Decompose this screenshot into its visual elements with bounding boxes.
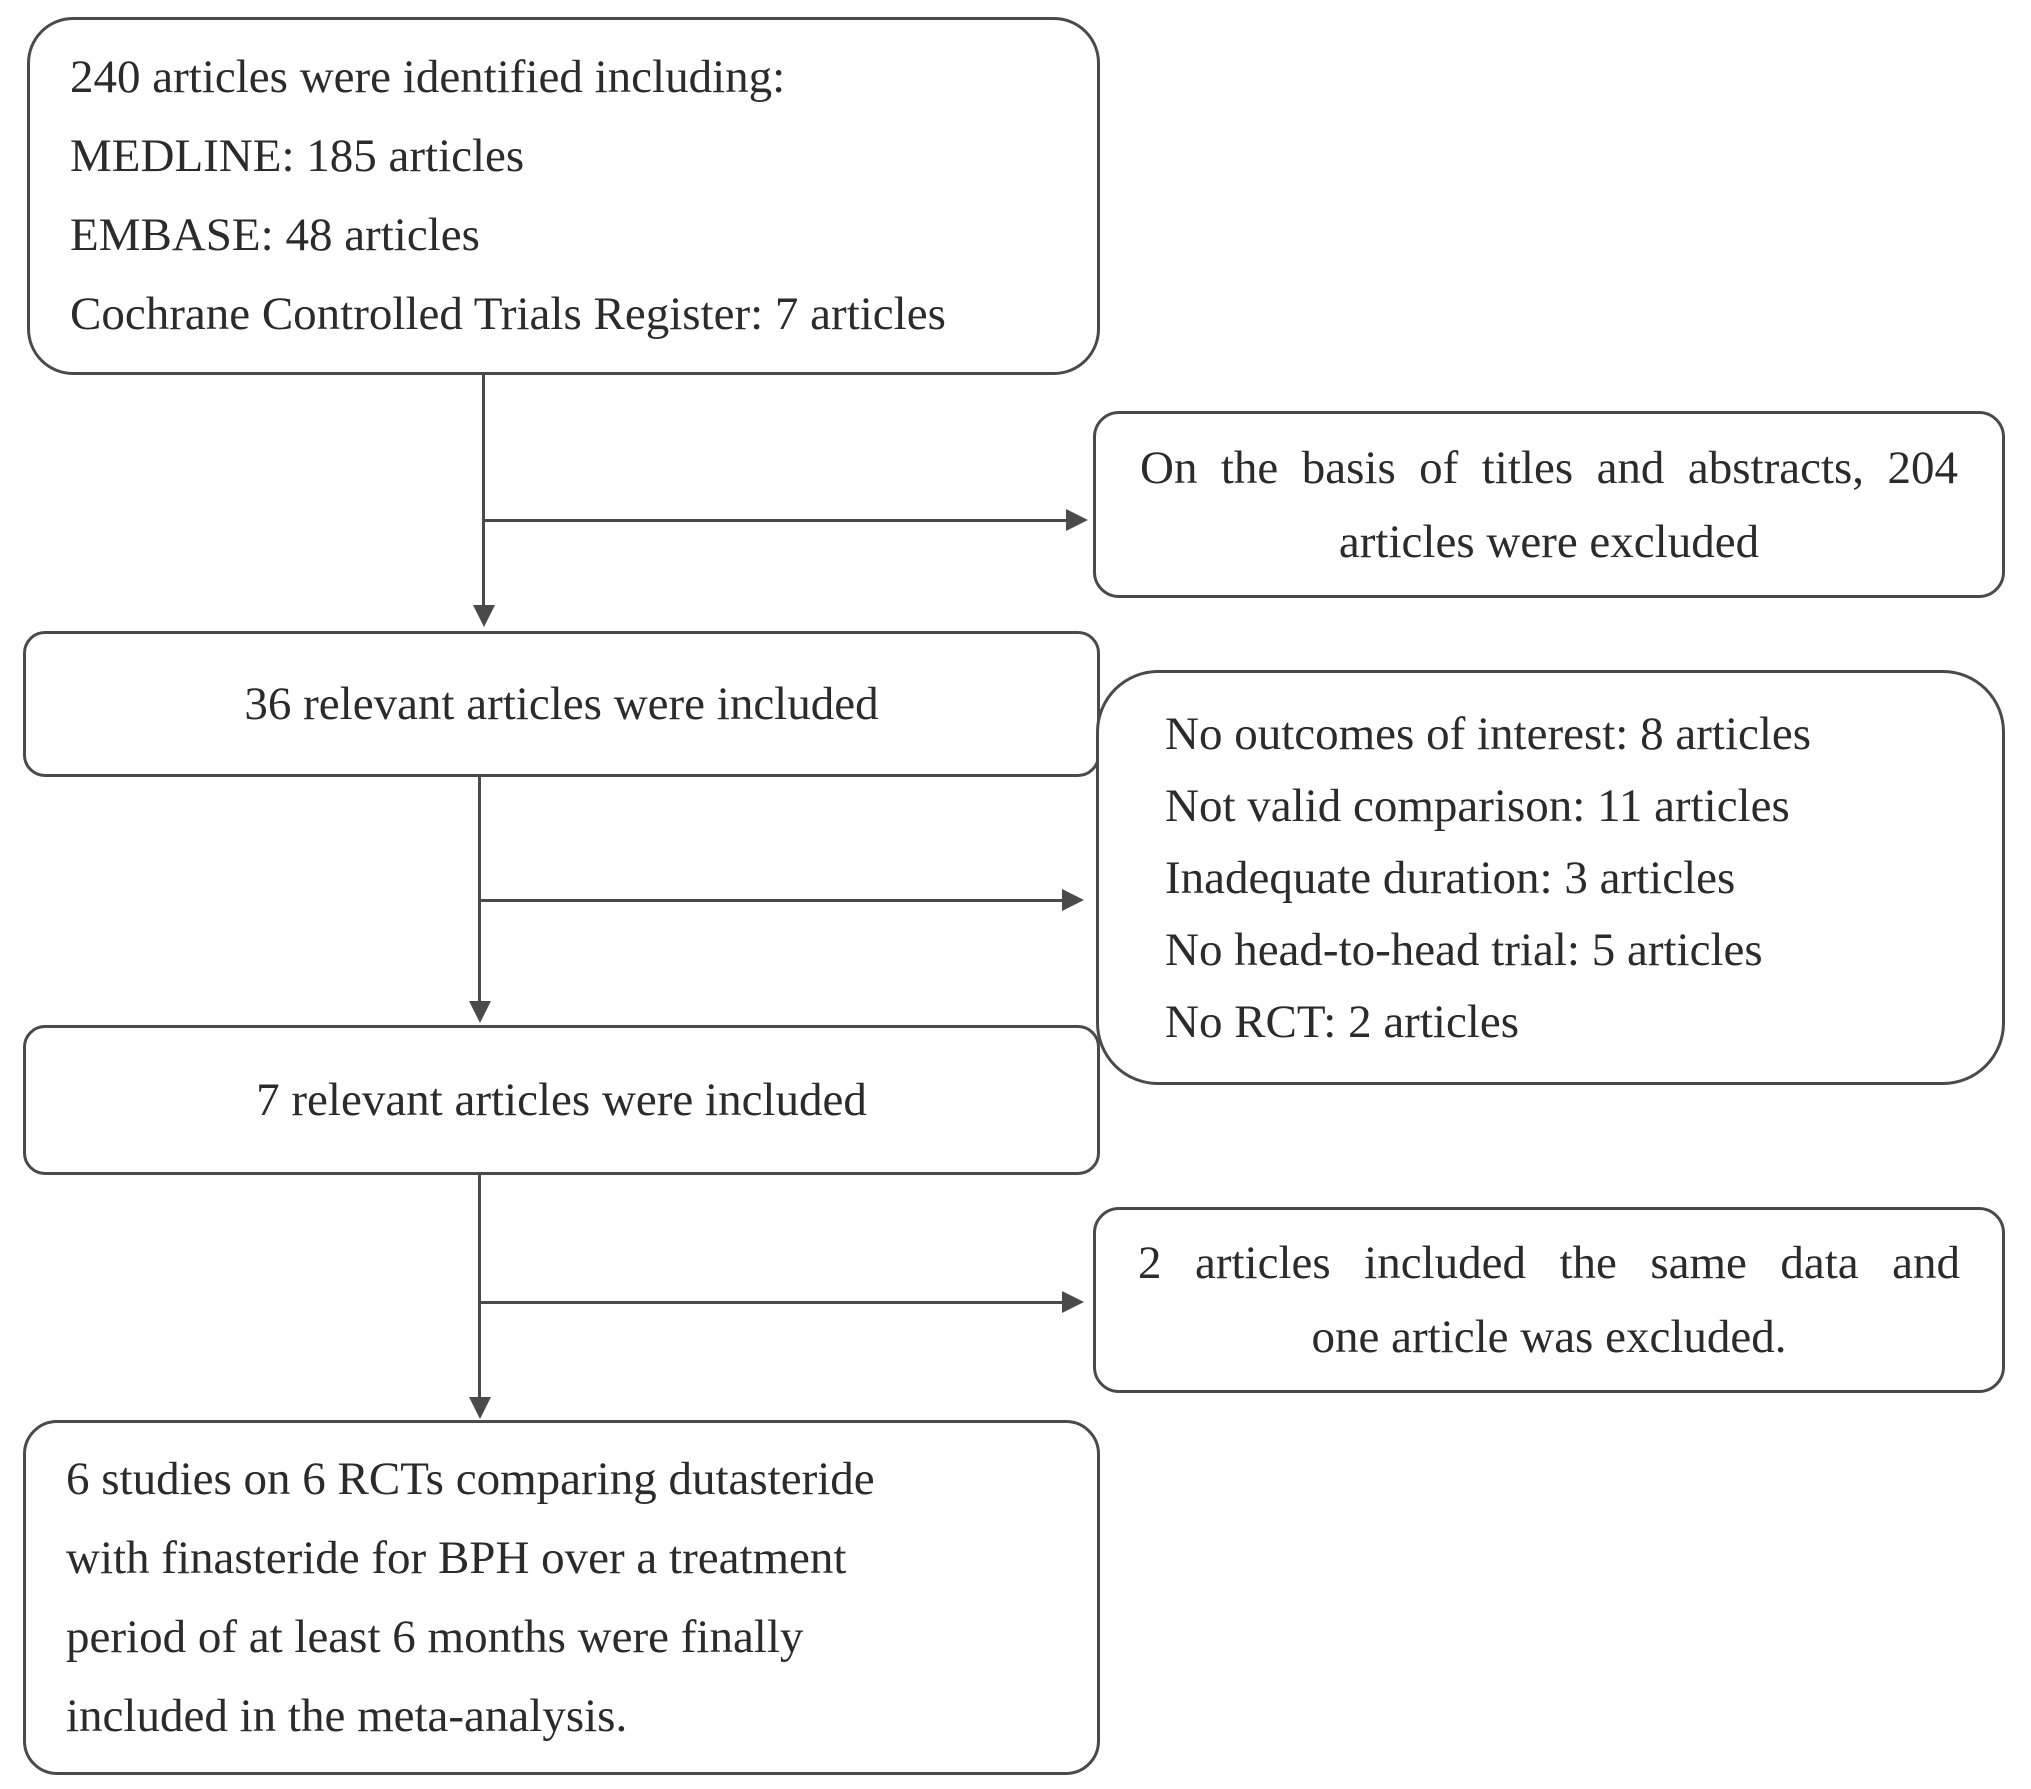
duplicate-data-line-1: 2 articles included the same data and: [1138, 1237, 1960, 1289]
final-line-1: 6 studies on 6 RCTs comparing dutasterid…: [66, 1452, 875, 1505]
box-duplicate-data-excluded: 2 articles included the same data and on…: [1093, 1207, 2005, 1393]
arrowhead-into-relevant36: [473, 605, 495, 627]
exclusion-reason-5: No RCT: 2 articles: [1165, 995, 1520, 1048]
relevant-7-text: 7 relevant articles were included: [256, 1074, 867, 1126]
box-excluded-titles-abstracts: On the basis of titles and abstracts, 20…: [1093, 411, 2005, 598]
connector-branch-to-duplicate-data: [478, 1301, 1062, 1304]
sources-line-3: EMBASE: 48 articles: [70, 209, 480, 261]
arrowhead-into-exclusion-reasons: [1062, 889, 1084, 911]
box-identified-sources: 240 articles were identified including: …: [27, 17, 1100, 375]
connector-branch-to-exclusion-reasons: [478, 899, 1062, 902]
connector-sources-to-relevant36: [482, 375, 485, 605]
excluded-titles-line-2: articles were excluded: [1338, 515, 1760, 568]
arrowhead-into-final: [469, 1397, 491, 1419]
connector-relevant36-to-relevant7: [478, 777, 481, 1001]
connector-relevant7-to-final: [478, 1175, 481, 1397]
exclusion-reason-4: No head-to-head trial: 5 articles: [1165, 923, 1763, 976]
sources-line-1: 240 articles were identified including:: [70, 51, 786, 103]
relevant-36-text: 36 relevant articles were included: [244, 678, 879, 730]
exclusion-reason-3: Inadequate duration: 3 articles: [1165, 851, 1736, 904]
exclusion-reason-2: Not valid comparison: 11 articles: [1165, 779, 1790, 832]
box-final-included-studies: 6 studies on 6 RCTs comparing dutasterid…: [23, 1420, 1100, 1775]
connector-branch-to-excluded-titles: [482, 519, 1066, 522]
box-exclusion-reasons: No outcomes of interest: 8 articles Not …: [1096, 670, 2005, 1085]
sources-line-4: Cochrane Controlled Trials Register: 7 a…: [70, 288, 946, 340]
arrowhead-into-excluded-titles: [1066, 509, 1088, 531]
exclusion-reason-1: No outcomes of interest: 8 articles: [1165, 707, 1812, 760]
arrowhead-into-duplicate-data: [1062, 1291, 1084, 1313]
excluded-titles-line-1: On the basis of titles and abstracts, 20…: [1140, 441, 1958, 494]
final-line-3: period of at least 6 months were finally: [66, 1610, 804, 1663]
arrowhead-into-relevant7: [469, 1001, 491, 1023]
box-relevant-articles-36: 36 relevant articles were included: [23, 631, 1100, 777]
box-relevant-articles-7: 7 relevant articles were included: [23, 1025, 1100, 1175]
sources-line-2: MEDLINE: 185 articles: [70, 130, 525, 182]
final-line-4: included in the meta-analysis.: [66, 1689, 628, 1742]
duplicate-data-line-2: one article was excluded.: [1311, 1311, 1787, 1363]
final-line-2: with finasteride for BPH over a treatmen…: [66, 1531, 847, 1584]
